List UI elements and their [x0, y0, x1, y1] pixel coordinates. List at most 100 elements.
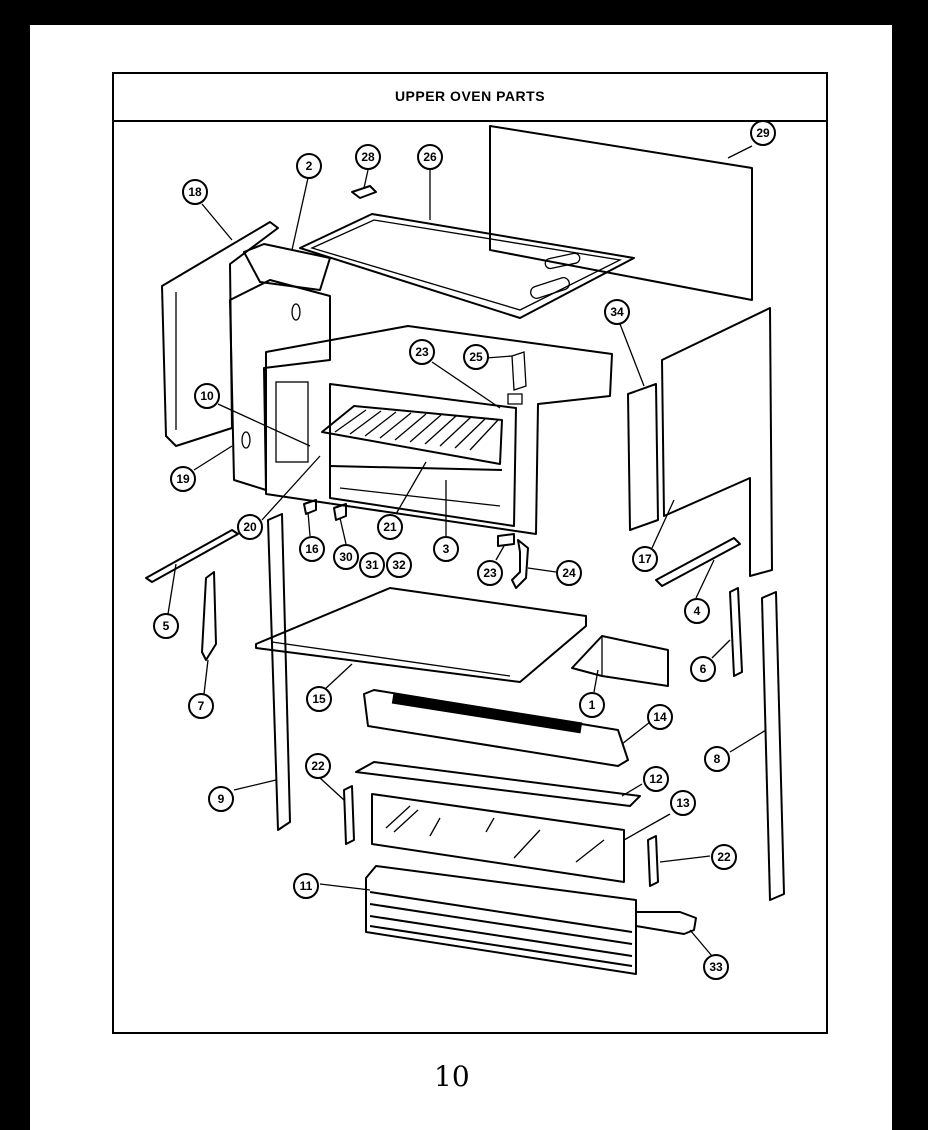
diagram-frame: UPPER OVEN PARTS: [112, 72, 828, 1034]
callout-16: 16: [299, 536, 325, 562]
svg-text:33: 33: [709, 960, 723, 974]
svg-text:5: 5: [163, 619, 170, 633]
callout-2: 2: [296, 153, 322, 179]
callout-20: 20: [237, 514, 263, 540]
svg-text:20: 20: [243, 520, 257, 534]
part-top-cover: [299, 213, 635, 319]
part-latch: [635, 911, 697, 935]
svg-text:14: 14: [653, 710, 667, 724]
callout-7: 7: [188, 693, 214, 719]
part-right-glass-trim: [647, 835, 659, 887]
svg-text:34: 34: [610, 305, 624, 319]
svg-text:30: 30: [339, 550, 353, 564]
part-left-glass-trim: [343, 785, 355, 845]
svg-text:32: 32: [392, 558, 406, 572]
part-bottom-panel: [255, 587, 587, 683]
svg-text:23: 23: [483, 566, 497, 580]
part-vertical-bracket-7: [201, 571, 217, 661]
callout-10: 10: [194, 383, 220, 409]
callout-6: 6: [690, 656, 716, 682]
callout-26: 26: [417, 144, 443, 170]
callout-4: 4: [684, 598, 710, 624]
svg-text:28: 28: [361, 150, 375, 164]
callout-29: 29: [750, 120, 776, 146]
svg-text:29: 29: [756, 126, 770, 140]
rack-wires: [334, 409, 499, 451]
callout-5: 5: [153, 613, 179, 639]
svg-text:22: 22: [311, 759, 325, 773]
callout-21: 21: [377, 514, 403, 540]
svg-text:21: 21: [383, 520, 397, 534]
callout-14: 14: [647, 704, 673, 730]
part-oven-cavity: [265, 325, 613, 535]
callout-23-lower: 23: [477, 560, 503, 586]
svg-text:10: 10: [200, 389, 214, 403]
svg-text:4: 4: [694, 604, 701, 618]
callout-22-left: 22: [305, 753, 331, 779]
svg-text:7: 7: [198, 699, 205, 713]
part-right-small-strip: [729, 587, 743, 677]
part-small-clips: [303, 499, 347, 521]
part-top-trim: [243, 243, 331, 291]
part-left-side-panel: [161, 221, 279, 447]
svg-text:2: 2: [306, 159, 313, 173]
callout-12: 12: [643, 766, 669, 792]
diagram-title: UPPER OVEN PARTS: [394, 88, 546, 104]
callout-31: 31: [359, 552, 385, 578]
callout-19: 19: [170, 466, 196, 492]
callout-23-upper: 23: [409, 339, 435, 365]
callout-1: 1: [579, 692, 605, 718]
callout-3: 3: [433, 536, 459, 562]
svg-text:24: 24: [562, 566, 576, 580]
leader-lines: [167, 145, 767, 957]
callout-32: 32: [386, 552, 412, 578]
part-door-top-trim: [355, 761, 641, 807]
svg-text:1: 1: [589, 698, 596, 712]
callout-25: 25: [463, 344, 489, 370]
callout-30: 30: [333, 544, 359, 570]
part-right-insulation: [627, 383, 659, 531]
callout-15: 15: [306, 686, 332, 712]
part-left-trim-strip: [145, 529, 239, 583]
part-right-vertical-strip: [761, 591, 785, 901]
svg-text:6: 6: [700, 662, 707, 676]
callout-18: 18: [182, 179, 208, 205]
svg-text:12: 12: [649, 772, 663, 786]
part-back-panel: [489, 125, 753, 301]
svg-text:8: 8: [714, 752, 721, 766]
part-hinge-bracket: [497, 533, 529, 589]
page-number: 10: [434, 1060, 470, 1093]
callout-8: 8: [704, 746, 730, 772]
part-door-front: [365, 865, 637, 975]
svg-text:23: 23: [415, 345, 429, 359]
callout-11: 11: [293, 873, 319, 899]
callout-34: 34: [604, 299, 630, 325]
part-vent-panel: [363, 689, 629, 767]
svg-text:15: 15: [312, 692, 326, 706]
svg-text:19: 19: [176, 472, 190, 486]
callout-9: 9: [208, 786, 234, 812]
part-door-glass: [371, 793, 625, 883]
svg-text:31: 31: [365, 558, 379, 572]
callout-22-right: 22: [711, 844, 737, 870]
part-right-trim-strip: [655, 537, 741, 587]
svg-text:16: 16: [305, 542, 319, 556]
title-bar: UPPER OVEN PARTS: [114, 74, 826, 122]
callout-17: 17: [632, 546, 658, 572]
svg-text:11: 11: [300, 879, 313, 893]
callout-24: 24: [556, 560, 582, 586]
svg-text:17: 17: [638, 552, 652, 566]
svg-text:22: 22: [717, 850, 731, 864]
part-left-inner-wall: [229, 279, 331, 491]
callout-33: 33: [703, 954, 729, 980]
part-channel-bracket: [571, 635, 669, 687]
svg-text:25: 25: [469, 350, 483, 364]
callout-13: 13: [670, 790, 696, 816]
svg-text:13: 13: [676, 796, 690, 810]
svg-text:18: 18: [188, 185, 202, 199]
part-right-side-panel: [661, 307, 773, 577]
part-left-vertical-strip: [267, 513, 291, 831]
svg-text:3: 3: [443, 542, 450, 556]
callout-28: 28: [355, 144, 381, 170]
